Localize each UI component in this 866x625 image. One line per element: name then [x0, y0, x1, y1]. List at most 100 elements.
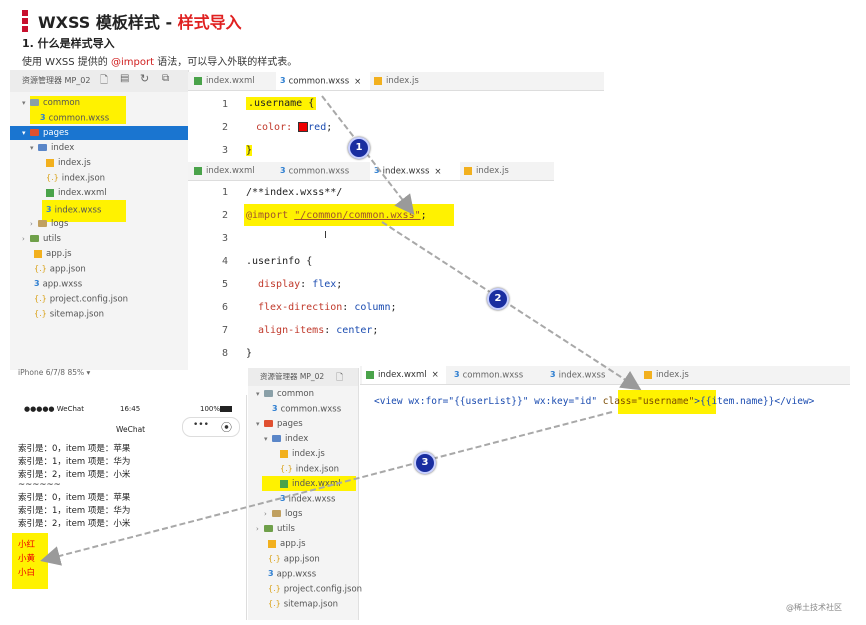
new-file-icon[interactable]: 🗋: [100, 75, 109, 86]
json-file-icon: {.}: [34, 264, 47, 273]
list-item: 索引是：2，item 项是：小米: [18, 519, 131, 529]
code-line: display: flex;: [258, 279, 343, 290]
import-keyword: @import: [246, 210, 289, 221]
close-icon[interactable]: ×: [434, 166, 442, 177]
tab-index-js[interactable]: index.js: [370, 72, 454, 90]
js-file-icon: [34, 249, 42, 258]
username-item: 小黄: [18, 554, 36, 564]
tree-item-index-js[interactable]: index.js: [46, 156, 91, 170]
selected-row: [10, 126, 188, 140]
new-folder-icon[interactable]: ▤: [120, 73, 130, 84]
tab-index-wxml[interactable]: index.wxml: [190, 162, 274, 180]
arrow-2: [381, 221, 642, 391]
new-file-icon[interactable]: 🗋: [336, 373, 344, 383]
code-line: .userinfo {: [246, 256, 313, 267]
tree-item-index[interactable]: ▾index: [264, 434, 309, 444]
tree-label: utils: [277, 524, 295, 534]
wxml-tag-end: >{{item.name}}</view>: [694, 396, 815, 407]
list-item: 索引是：1，item 项是：华为: [18, 457, 131, 467]
json-file-icon: {.}: [268, 554, 281, 563]
close-target-icon[interactable]: ⦿: [221, 421, 232, 434]
tree-item-pages[interactable]: ▾pages: [22, 128, 69, 138]
tree-item-utils[interactable]: ›utils: [256, 524, 295, 534]
tree-label: logs: [285, 509, 303, 519]
tree-label: index.wxml: [58, 188, 107, 198]
tab-index-js[interactable]: index.js: [640, 366, 724, 384]
tab-label: index.js: [386, 76, 419, 86]
wxss-file-icon: 3: [268, 569, 274, 578]
tree-item-common[interactable]: ▾common: [22, 98, 81, 108]
capsule-menu[interactable]: ••• ⦿: [182, 417, 240, 437]
tree-label: index: [51, 143, 75, 153]
section-heading: 1. 什么是样式导入: [22, 37, 115, 50]
js-file-icon: [644, 370, 652, 379]
tree-item-pages[interactable]: ▾pages: [256, 419, 303, 429]
close-icon[interactable]: ×: [431, 370, 439, 380]
tree-item-index[interactable]: ▾index: [30, 143, 75, 153]
tree-item-app-js[interactable]: app.js: [268, 537, 306, 551]
json-file-icon: {.}: [268, 584, 281, 593]
tree-label: index.js: [292, 449, 325, 459]
wxss-file-icon: 3: [374, 166, 380, 175]
collapse-icon[interactable]: ⧉: [162, 73, 170, 84]
desc-keyword: @import: [110, 57, 155, 68]
tab-index-wxml[interactable]: index.wxml×: [362, 366, 446, 384]
list-item: 索引是：2，item 项是：小米: [18, 470, 131, 480]
tree-label: common: [277, 389, 315, 399]
tree-item-app-json[interactable]: {.}app.json: [268, 552, 320, 566]
tree-item-app-js[interactable]: app.js: [34, 247, 72, 261]
line-number: 6: [221, 302, 228, 313]
tree-item-project-config[interactable]: {.}project.config.json: [34, 292, 128, 306]
desc-prefix: 使用 WXSS 提供的: [22, 57, 111, 68]
tree-item-index-wxml[interactable]: index.wxml: [46, 186, 107, 200]
tree-label: project.config.json: [49, 294, 129, 305]
tree-item-app-json[interactable]: {.}app.json: [34, 262, 86, 276]
more-icon[interactable]: •••: [193, 420, 209, 430]
code-line: .username {: [246, 97, 317, 110]
json-file-icon: {.}: [280, 464, 293, 473]
folder-icon: [264, 525, 273, 532]
explorer-toolbar: 资源管理器 MP_02 🗋: [248, 368, 358, 386]
tab-index-wxml[interactable]: index.wxml: [190, 72, 278, 90]
tree-item-logs[interactable]: ›logs: [264, 509, 303, 519]
tree-item-index-json[interactable]: {.}index.json: [280, 462, 339, 476]
desc-suffix: 语法，可以导入外联的样式表。: [154, 57, 298, 68]
tree-item-project-config[interactable]: {.}project.config.json: [268, 582, 362, 596]
device-selector[interactable]: iPhone 6/7/8 85% ▾: [18, 368, 91, 377]
tree-item-logs[interactable]: ›logs: [30, 219, 69, 229]
tree-item-sitemap[interactable]: {.}sitemap.json: [34, 307, 104, 321]
tree-item-utils[interactable]: ›utils: [22, 234, 61, 244]
import-path: "/common/common.wxss": [294, 210, 421, 221]
tab-index-js[interactable]: index.js: [460, 162, 544, 180]
page-title: WXSS 模板样式 - 样式导入: [38, 9, 242, 33]
tree-item-index-wxml[interactable]: index.wxml: [280, 477, 341, 491]
wxml-file-icon: [280, 479, 288, 488]
code-line: flex-direction: column;: [258, 302, 397, 313]
tree-label: pages: [43, 128, 69, 138]
folder-icon: [272, 435, 281, 442]
color-swatch-icon: [298, 122, 309, 132]
tree-item-index-js[interactable]: index.js: [280, 447, 325, 461]
tree-item-sitemap[interactable]: {.}sitemap.json: [268, 597, 338, 611]
tree-item-common[interactable]: ▾common: [256, 389, 315, 399]
close-icon[interactable]: ×: [354, 76, 362, 87]
tree-label: index.wxml: [292, 479, 341, 489]
tree-item-index-json[interactable]: {.}index.json: [46, 171, 105, 185]
refresh-icon[interactable]: ↻: [140, 72, 150, 85]
tree-label: index.wxss: [54, 205, 102, 216]
